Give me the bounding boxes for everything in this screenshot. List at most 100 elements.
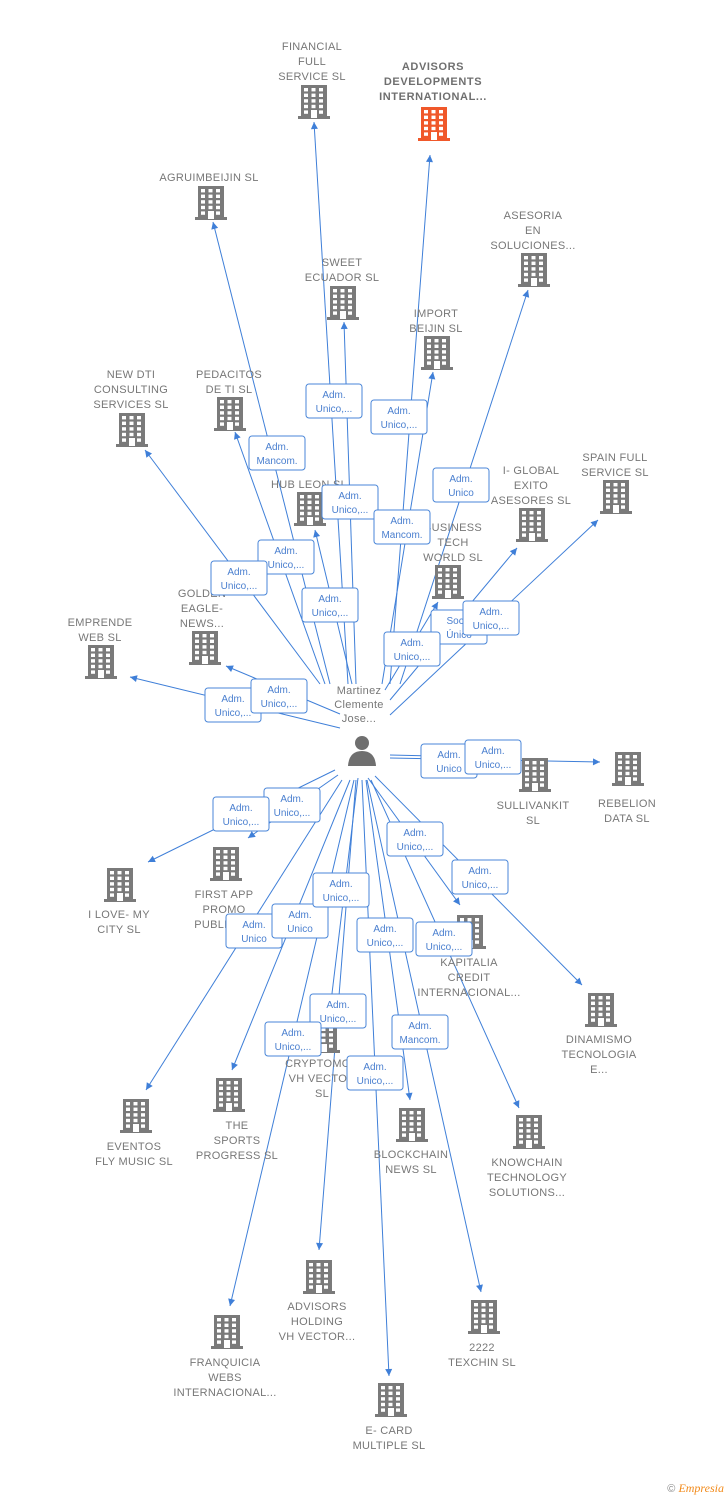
company-label-line: SERVICES SL	[93, 399, 168, 411]
company-label-line: FIRST APP	[195, 889, 254, 901]
company-node-agruimbeijin[interactable]: AGRUIMBEIJIN SL	[159, 172, 258, 220]
role-label[interactable]: Adm.Unico,...	[370, 399, 428, 435]
role-label-text: Adm.	[221, 694, 244, 705]
person-label-line: Clemente	[334, 699, 383, 711]
role-label[interactable]: Adm.Unico,...	[257, 539, 315, 575]
role-label-text: Mancom.	[381, 530, 422, 541]
role-label[interactable]: Adm.Unico,...	[312, 872, 370, 908]
role-label-text: Unico	[448, 488, 474, 499]
role-label[interactable]: Adm.Unico,...	[210, 560, 268, 596]
role-label[interactable]: Adm.Unico,...	[309, 993, 367, 1029]
role-label-text: Mancom.	[256, 456, 297, 467]
company-node-hubleon[interactable]: HUB LEON SL	[271, 479, 347, 526]
role-label[interactable]: Adm.Unico,...	[212, 796, 270, 832]
company-label-line: TECHNOLOGY	[487, 1172, 567, 1184]
role-label[interactable]: Adm.Unico,...	[383, 631, 441, 667]
building-icon	[213, 1078, 245, 1112]
role-label-text: Adm.	[318, 594, 341, 605]
company-node-franquicia[interactable]: FRANQUICIAWEBSINTERNACIONAL...	[173, 1315, 276, 1399]
role-label[interactable]: Adm.Unico,...	[464, 739, 522, 775]
role-label-text: Adm.	[265, 442, 288, 453]
role-label-text: Unico,...	[475, 760, 512, 771]
arrowhead-agruimbeijin	[211, 222, 219, 230]
center-node[interactable]: MartinezClementeJose...	[334, 685, 383, 766]
building-icon	[612, 752, 644, 786]
role-label-text: Mancom.	[399, 1035, 440, 1046]
role-label[interactable]: Adm.Unico	[432, 467, 490, 503]
brand-logo-text: Empresia	[678, 1481, 724, 1495]
role-label-box	[386, 821, 444, 857]
role-label[interactable]: Adm.Unico,...	[346, 1055, 404, 1091]
footer-brand[interactable]: © Empresia	[667, 1481, 724, 1496]
company-label-line: DATA SL	[604, 813, 650, 825]
company-label-line: PROMO	[202, 904, 245, 916]
role-label[interactable]: Adm. Mancom.	[248, 435, 306, 471]
company-label-line: SERVICE SL	[278, 71, 346, 83]
role-label-text: Adm.	[326, 1000, 349, 1011]
roles-layer: Adm. Unico,... Adm. Unico,... Adm. Mancom. Adm…	[204, 383, 522, 1091]
company-node-dinamismo[interactable]: DINAMISMOTECNOLOGIAE...	[561, 993, 637, 1076]
role-label-box	[305, 383, 363, 419]
role-label[interactable]: Adm.Unico,...	[356, 917, 414, 953]
company-label-line: SOLUCIONES...	[490, 240, 575, 252]
arrowhead-rebelion	[592, 758, 600, 766]
role-label-text: Adm.	[288, 910, 311, 921]
company-label-line: ECUADOR SL	[305, 272, 380, 284]
role-label-text: Adm.	[338, 491, 361, 502]
role-label[interactable]: Adm.Unico,...	[250, 678, 308, 714]
role-label[interactable]: Adm.Unico,...	[415, 921, 473, 957]
role-label-text: Unico,...	[394, 652, 431, 663]
company-node-knowchain[interactable]: KNOWCHAINTECHNOLOGYSOLUTIONS...	[487, 1115, 567, 1199]
role-label[interactable]: Adm. Unico,...	[321, 484, 379, 520]
role-label[interactable]: Adm.Unico	[271, 903, 329, 939]
company-node-advisors_dev[interactable]: ADVISORSDEVELOPMENTSINTERNATIONAL...	[379, 61, 487, 141]
role-label[interactable]: Adm.Unico,...	[305, 383, 363, 419]
role-label[interactable]: Adm.Mancom.	[391, 1014, 449, 1050]
role-label-box	[451, 859, 509, 895]
role-label[interactable]: Adm.Unico,...	[301, 587, 359, 623]
role-label[interactable]: Adm.Unico,...	[462, 600, 520, 636]
company-label-line: INTERNATIONAL...	[379, 91, 487, 103]
role-label[interactable]: Adm.Mancom.	[373, 509, 431, 545]
building-icon	[396, 1108, 428, 1142]
role-label-text: Unico,...	[357, 1076, 394, 1087]
company-label-line: AGRUIMBEIJIN SL	[159, 172, 258, 184]
company-label-line: EMPRENDE	[68, 617, 133, 629]
role-label[interactable]: Adm.Unico,...	[386, 821, 444, 857]
company-node-asesoria[interactable]: ASESORIAENSOLUCIONES...	[490, 210, 575, 287]
building-icon	[600, 480, 632, 514]
role-label-text: Unico,...	[332, 505, 369, 516]
company-label-line: FINANCIAL	[282, 41, 342, 53]
company-label-line: KAPITALIA	[440, 957, 498, 969]
role-label-box	[309, 993, 367, 1029]
company-label-line: CREDIT	[448, 972, 491, 984]
company-label-line: I LOVE- MY	[88, 909, 150, 921]
building-icon	[468, 1300, 500, 1334]
company-node-golden[interactable]: GOLDENEAGLE-NEWS...	[178, 588, 226, 665]
role-label[interactable]: Adm.Unico,...	[263, 787, 321, 823]
role-label[interactable]: Adm.Unico,...	[451, 859, 509, 895]
role-label[interactable]: Adm.Unico,...	[264, 1021, 322, 1057]
company-label-line: EN	[525, 225, 541, 237]
company-label-line: WEBS	[208, 1372, 242, 1384]
company-label-line: DEVELOPMENTS	[384, 76, 482, 88]
arrowhead-financial	[310, 122, 318, 130]
